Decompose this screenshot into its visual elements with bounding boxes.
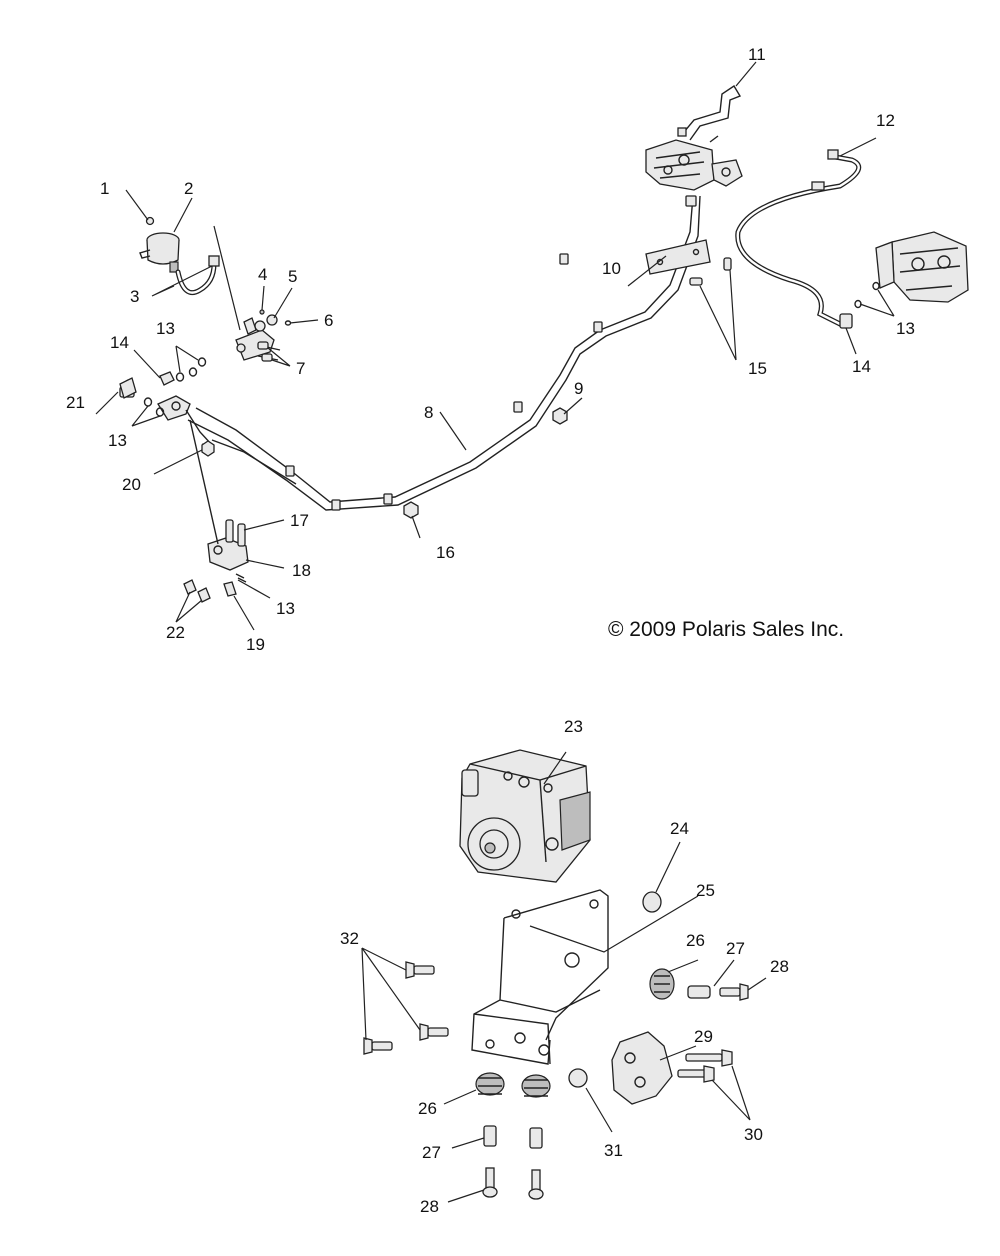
abs-hydraulic-unit-top <box>645 139 743 191</box>
callout-6: 6 <box>324 311 333 330</box>
callout-28-b: 28 <box>420 1197 439 1216</box>
callout-1: 1 <box>100 179 109 198</box>
rubber-isolator <box>475 1072 505 1096</box>
mounting-bolt <box>482 1167 498 1198</box>
sealing-washer <box>175 372 185 382</box>
callout-18: 18 <box>292 561 311 580</box>
flange-nut <box>403 501 419 519</box>
callout-13-c: 13 <box>276 599 295 618</box>
mounting-bolts <box>257 341 273 362</box>
hex-bolt <box>685 1049 733 1067</box>
callout-13-b: 13 <box>108 431 127 450</box>
callout-24: 24 <box>670 819 689 838</box>
sealing-washer <box>197 357 207 367</box>
brake-line-junction <box>157 395 213 446</box>
callout-25: 25 <box>696 881 715 900</box>
flange-bolt <box>419 1023 449 1041</box>
rubber-isolator <box>521 1074 551 1098</box>
cotter-pin <box>259 309 265 315</box>
brake-fluid-reservoir <box>139 232 180 273</box>
callout-16: 16 <box>436 543 455 562</box>
bracket-bolts <box>689 257 732 286</box>
mounting-bolt <box>719 983 749 1001</box>
callout-31: 31 <box>604 1141 623 1160</box>
flat-washer <box>642 891 662 913</box>
plain-washer <box>568 1068 588 1088</box>
callout-27-b: 27 <box>422 1143 441 1162</box>
callout-7: 7 <box>296 359 305 378</box>
callout-13-a: 13 <box>156 319 175 338</box>
sealing-washer <box>143 397 153 407</box>
callout-20: 20 <box>122 475 141 494</box>
callout-21: 21 <box>66 393 85 412</box>
abs-module <box>459 749 591 883</box>
pedal-bolts <box>225 519 246 547</box>
abs-support-mount <box>611 1031 673 1105</box>
main-brake-line <box>187 195 701 511</box>
callout-5: 5 <box>288 267 297 286</box>
reservoir-hose <box>175 255 220 296</box>
flange-nut <box>552 407 568 425</box>
callout-29: 29 <box>694 1027 713 1046</box>
master-cylinder <box>235 314 281 361</box>
callout-19: 19 <box>246 635 265 654</box>
callout-30: 30 <box>744 1125 763 1144</box>
callout-14-a: 14 <box>110 333 129 352</box>
callout-14-b: 14 <box>852 357 871 376</box>
brake-light-switch <box>119 377 137 399</box>
callout-9: 9 <box>574 379 583 398</box>
spacer-sleeve <box>483 1125 497 1147</box>
fittings <box>183 579 211 603</box>
callout-11: 11 <box>748 45 766 64</box>
spacer-sleeve <box>529 1127 543 1149</box>
brake-caliper <box>875 231 969 303</box>
abs-mounting-bracket <box>471 889 609 1065</box>
callout-4: 4 <box>258 265 267 284</box>
copyright-notice: © 2009 Polaris Sales Inc. <box>608 618 844 641</box>
callout-28-a: 28 <box>770 957 789 976</box>
callout-17: 17 <box>290 511 309 530</box>
rear-brake-hard-line <box>677 85 742 143</box>
sealing-washer <box>188 367 198 377</box>
flange-nut <box>201 440 215 457</box>
callout-labels: 1 2 3 4 5 6 7 8 9 10 11 12 13 13 13 13 1… <box>66 45 915 1216</box>
callout-22: 22 <box>166 623 185 642</box>
sealing-washer <box>872 281 880 291</box>
callout-8: 8 <box>424 403 433 422</box>
callout-23: 23 <box>564 717 583 736</box>
callout-13-d: 13 <box>896 319 915 338</box>
switch-connector <box>223 573 247 597</box>
rubber-isolator <box>649 968 675 1000</box>
brake-line-bracket <box>645 239 711 275</box>
washer <box>284 320 292 326</box>
rear-brake-hose <box>735 149 862 329</box>
callout-26-b: 26 <box>418 1099 437 1118</box>
callout-32: 32 <box>340 929 359 948</box>
hex-bolt <box>677 1065 715 1083</box>
callout-3: 3 <box>130 287 139 306</box>
spacer-sleeve <box>687 985 711 999</box>
callout-27-a: 27 <box>726 939 745 958</box>
callout-12: 12 <box>876 111 895 130</box>
flange-bolt <box>363 1037 393 1055</box>
caliper-banjo-bolt <box>839 313 853 329</box>
callout-2: 2 <box>184 179 193 198</box>
reservoir-cap-screw <box>145 216 155 226</box>
mounting-bolt <box>528 1169 544 1200</box>
callout-15: 15 <box>748 359 767 378</box>
callout-26-a: 26 <box>686 931 705 950</box>
flange-bolt <box>405 961 435 979</box>
callout-10: 10 <box>602 259 621 278</box>
leader-lines <box>95 61 895 1203</box>
